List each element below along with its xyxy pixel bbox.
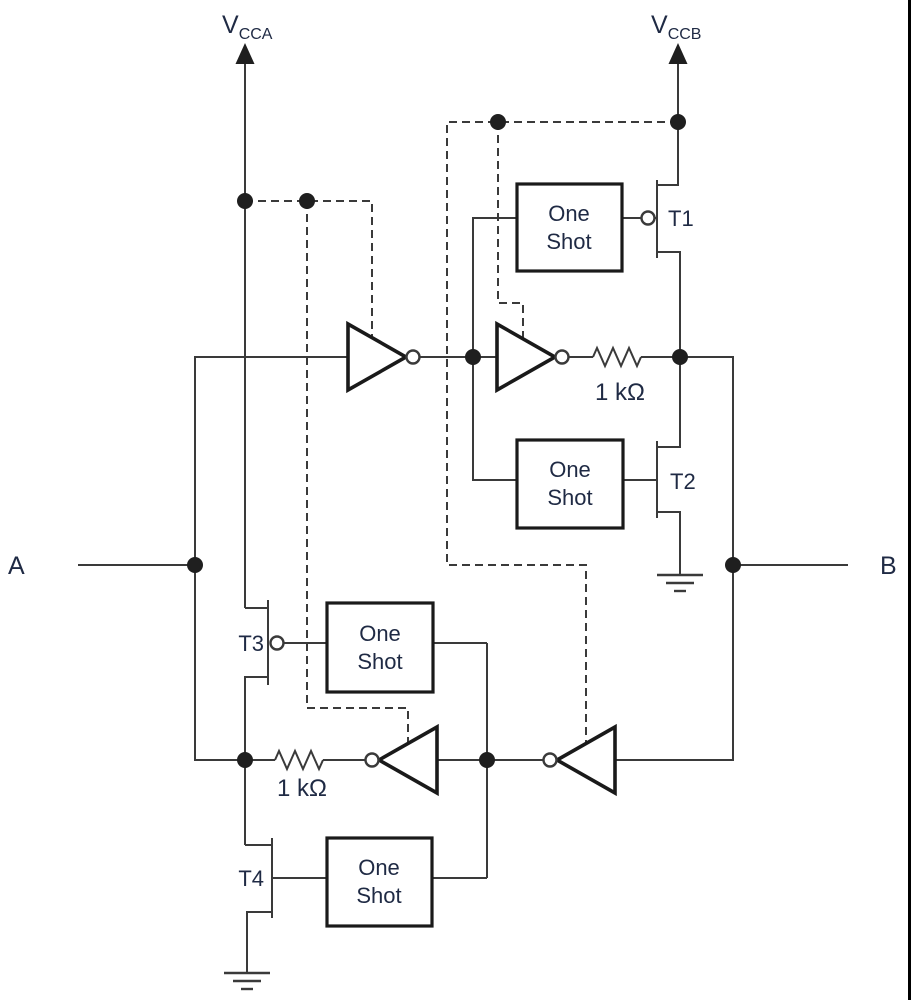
junction-a-internal-node (237, 752, 253, 768)
t1-source-wire (657, 251, 681, 357)
svg-text:One: One (548, 201, 590, 226)
port-b-label: B (880, 552, 897, 580)
t2-drain-wire (657, 357, 681, 448)
oneshot4-box (325, 836, 434, 928)
vccb-label: VCCB (651, 11, 701, 43)
bubble-t3-gate (269, 635, 285, 651)
enable-a-dashed-2 (306, 201, 409, 743)
oneshot2-label: One Shot (547, 457, 592, 510)
enable-b-dashed-2 (497, 122, 524, 338)
svg-text:Shot: Shot (547, 485, 592, 510)
vcca-supply-arrow-icon (235, 43, 255, 64)
resistor-right-label: 1 kΩ (595, 379, 645, 406)
t2-label: T2 (670, 469, 696, 494)
svg-text:Shot: Shot (546, 229, 591, 254)
junction-enable-b-branch (490, 114, 506, 130)
t1-drain-wire (657, 122, 679, 186)
junction-b-internal-node (672, 349, 688, 365)
enable-a-dashed-1 (245, 200, 373, 336)
junction-b-port (725, 557, 741, 573)
ground-symbol-t4 (224, 971, 270, 991)
oneshot1-label: One Shot (546, 201, 591, 254)
inverter-upper-left (346, 320, 410, 394)
oneshot4-label: One Shot (356, 855, 401, 908)
port-a-label: A (8, 552, 25, 580)
svg-text:Shot: Shot (356, 883, 401, 908)
junction-vccb-enable (670, 114, 686, 130)
b-branch-down-wire (615, 565, 734, 761)
enable-b-dashed-1 (446, 121, 678, 743)
ground-symbol-t2 (657, 573, 703, 593)
bubble-t1-gate (640, 210, 656, 226)
a-branch-wire (194, 356, 348, 761)
t2-source-wire (657, 511, 681, 575)
oneshot1-box (515, 182, 624, 273)
svg-text:One: One (359, 621, 401, 646)
svg-text:Shot: Shot (357, 649, 402, 674)
svg-text:One: One (549, 457, 591, 482)
resistor-right-zigzag (592, 345, 642, 369)
inverter-lower-right (553, 723, 617, 797)
inverter-upper-right (495, 320, 559, 394)
junction-lower-mid (479, 752, 495, 768)
junction-a-port (187, 557, 203, 573)
junction-vcca-enable (237, 193, 253, 209)
resistor-left-label: 1 kΩ (277, 775, 327, 802)
oneshot2-box (515, 438, 625, 530)
bubble-inverter-lower-right (542, 752, 558, 768)
b-node-upper-wire (680, 356, 734, 565)
vcca-label: VCCA (222, 11, 273, 43)
t3-label: T3 (238, 631, 264, 656)
inverter-lower-left (375, 723, 439, 797)
resistor-left-zigzag (274, 748, 324, 772)
vccb-supply-arrow-icon (668, 43, 688, 64)
oneshot3-box (325, 601, 435, 694)
junction-enable-a-branch (299, 193, 315, 209)
t1-label: T1 (668, 206, 694, 231)
bubble-inverter-upper-left (405, 349, 421, 365)
t4-label: T4 (238, 866, 264, 891)
bubble-inverter-upper-right (554, 349, 570, 365)
junction-upper-mid (465, 349, 481, 365)
t4-source-wire (246, 911, 272, 973)
t3-source-wire (244, 676, 268, 845)
bubble-inverter-lower-left (364, 752, 380, 768)
svg-text:One: One (358, 855, 400, 880)
oneshot3-label: One Shot (357, 621, 402, 674)
